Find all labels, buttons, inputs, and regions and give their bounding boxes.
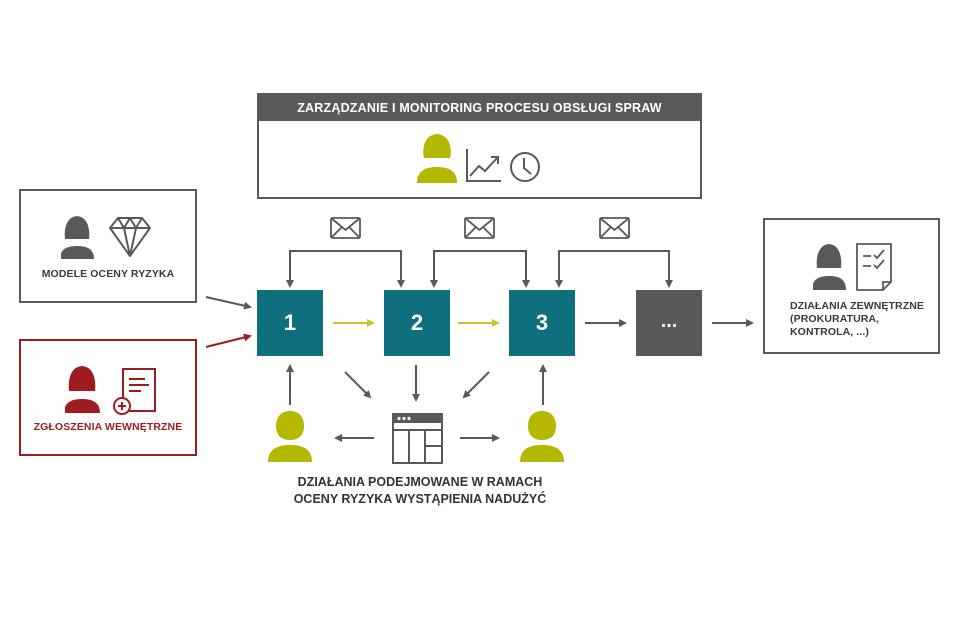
bracket-2-3 — [433, 250, 527, 283]
clock-icon — [510, 152, 540, 182]
management-panel: ZARZĄDZANIE I MONITORING PROCESU OBSŁUGI… — [257, 93, 702, 199]
bottom-caption-line2: OCENY RYZYKA WYSTĄPIENIA NADUŻYĆ — [293, 492, 547, 506]
person-icon — [417, 134, 457, 183]
analyst-left — [268, 411, 312, 462]
internal-reports-label: ZGŁOSZENIA WEWNĘTRZNE — [33, 421, 183, 433]
bottom-caption: DZIAŁANIA PODEJMOWANE W RAMACH OCENY RYZ… — [250, 474, 590, 508]
management-title: ZARZĄDZANIE I MONITORING PROCESU OBSŁUGI… — [259, 95, 700, 121]
process-step-1[interactable]: 1 — [257, 290, 323, 356]
person-icon — [268, 411, 312, 462]
arrow-step3-to-dashboard — [462, 371, 490, 399]
bracket-3-more — [558, 250, 670, 283]
analyst-right — [520, 411, 564, 462]
mail-icon — [599, 217, 630, 239]
external-actions-icons — [813, 243, 892, 291]
external-actions-label-line3: KONTROLA, ...) — [790, 326, 869, 338]
risk-models-label: MODELE OCENY RYZYKA — [41, 268, 175, 280]
external-actions-label-line2: (PROKURATURA, — [790, 313, 880, 325]
internal-reports-panel: ZGŁOSZENIA WEWNĘTRZNE — [19, 339, 197, 456]
trend-chart-icon — [466, 149, 501, 182]
external-actions-panel: DZIAŁANIA ZEWNĘTRZNE (PROKURATURA, KONTR… — [763, 218, 940, 354]
mail-icon — [464, 217, 495, 239]
risk-models-icons — [61, 216, 151, 259]
checklist-document-icon — [856, 243, 892, 291]
process-step-3[interactable]: 3 — [509, 290, 575, 356]
arrow-reports-to-step1 — [205, 333, 252, 348]
dashboard-window-icon — [392, 413, 443, 464]
arrow-step1-to-dashboard — [344, 371, 372, 399]
arrow-models-to-step1 — [205, 296, 252, 310]
diamond-icon — [109, 217, 151, 257]
management-icons — [417, 134, 540, 183]
internal-reports-icons — [65, 366, 156, 415]
document-add-icon — [113, 368, 156, 415]
bottom-caption-line1: DZIAŁANIA PODEJMOWANE W RAMACH — [297, 475, 543, 489]
risk-models-panel: MODELE OCENY RYZYKA — [19, 189, 197, 303]
process-step-2[interactable]: 2 — [384, 290, 450, 356]
bracket-1-2 — [289, 250, 402, 283]
person-icon — [813, 244, 846, 290]
process-step-more[interactable]: ... — [636, 290, 702, 356]
external-actions-label-line1: DZIAŁANIA ZEWNĘTRZNE — [790, 300, 925, 312]
person-icon — [61, 216, 94, 259]
mail-icon — [330, 217, 361, 239]
person-icon — [65, 366, 100, 413]
person-icon — [520, 411, 564, 462]
